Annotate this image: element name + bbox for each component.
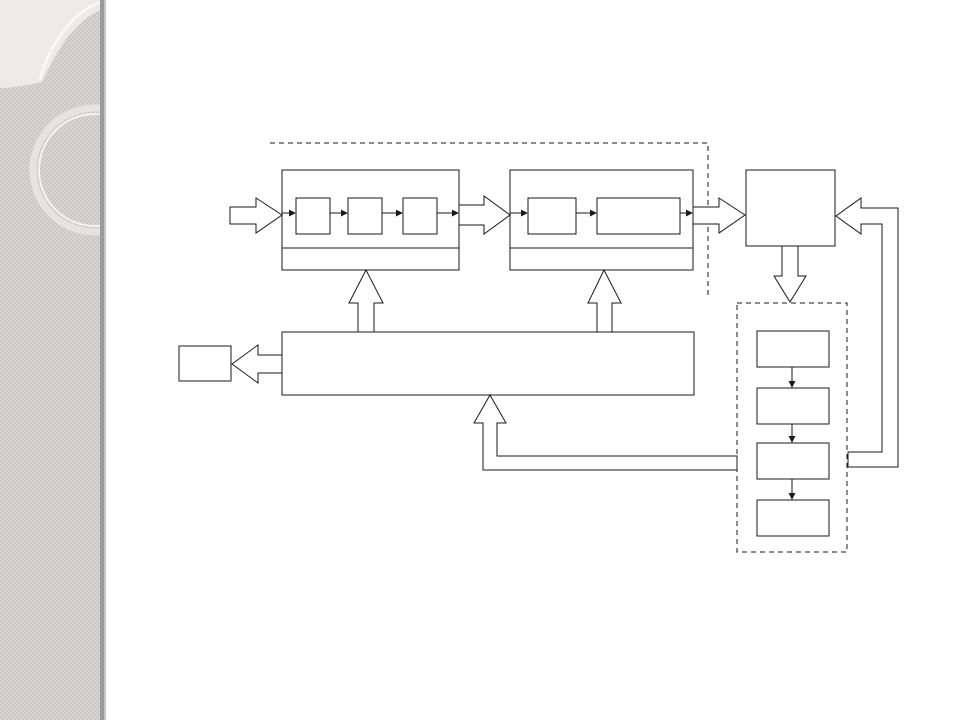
down-hollow-arrow	[773, 245, 807, 303]
feedback-return-arrow	[835, 197, 899, 468]
control-to-stage-1-hollow-arrow	[348, 268, 384, 333]
stage-1-sub-block-1	[295, 197, 331, 235]
chain-block-1	[756, 330, 830, 368]
decorative-sidebar	[0, 0, 106, 720]
right-block	[745, 169, 836, 247]
sidebar-texture	[0, 0, 100, 720]
stage-2-sub-block-2	[596, 197, 681, 235]
chain-to-control-hollow-arrow	[473, 393, 738, 471]
control-block	[281, 331, 695, 396]
left-output-hollow-arrow	[231, 344, 283, 384]
stage-1-to-2-hollow-arrow	[458, 195, 511, 235]
sidebar-edge-line	[100, 0, 104, 720]
sidebar-ring-inner	[38, 113, 106, 227]
left-output-block	[178, 345, 232, 382]
sidebar-edge-shadow	[104, 0, 106, 720]
chain-block-3	[756, 442, 830, 480]
dashed-group-outline-upper	[270, 142, 709, 298]
stage-2-sub-block-1	[527, 197, 577, 235]
control-to-stage-2-hollow-arrow	[587, 268, 622, 333]
stage-1-sub-block-3	[402, 197, 438, 235]
chain-block-2	[756, 387, 830, 425]
sidebar-top-curve	[38, 0, 101, 81]
chain-block-4	[756, 499, 830, 537]
stage-2-to-right-hollow-arrow	[692, 197, 746, 234]
sidebar-ring-outer	[29, 104, 106, 236]
sidebar-top-swirl	[0, 0, 100, 88]
input-hollow-arrow	[229, 197, 283, 234]
stage-1-sub-block-2	[347, 197, 383, 235]
right-dashed-group	[736, 302, 848, 553]
